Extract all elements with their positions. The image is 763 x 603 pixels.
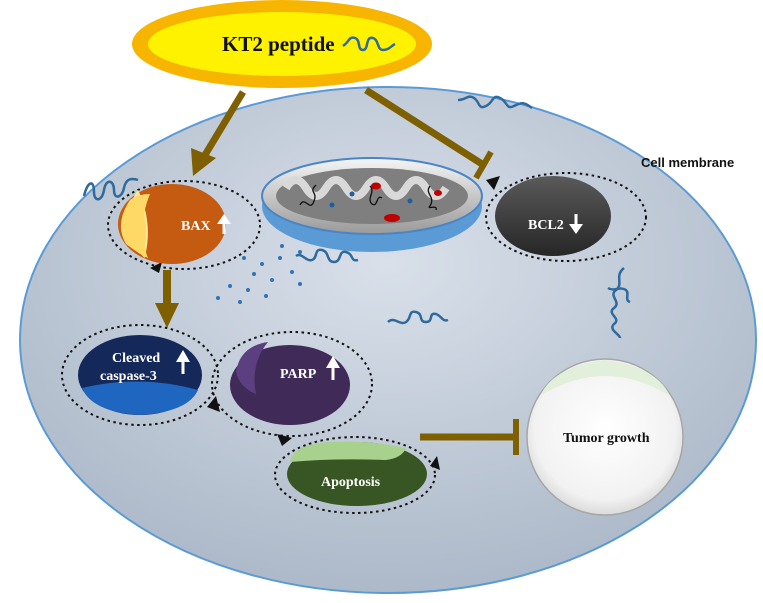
inhibition-arrow-tumor bbox=[420, 419, 519, 455]
apoptosis-node: Apoptosis bbox=[274, 436, 440, 514]
kt2-peptide-label: KT2 peptide bbox=[222, 32, 335, 56]
bax-arrow-up-icon bbox=[217, 214, 231, 234]
bcl2-label: BCL2 bbox=[528, 218, 564, 233]
tumor-growth-label: Tumor growth bbox=[563, 431, 650, 446]
kt2-peptide: KT2 peptide bbox=[132, 0, 432, 88]
peptide-squiggles bbox=[82, 95, 631, 339]
tumor-growth-node: Tumor growth bbox=[526, 358, 684, 516]
bcl2-arrow-down-icon bbox=[569, 214, 583, 234]
parp-label: PARP bbox=[280, 367, 317, 382]
bax-label: BAX bbox=[181, 219, 211, 234]
parp-arrow-up-icon bbox=[326, 356, 340, 380]
caspase-label-line1: Cleaved bbox=[112, 351, 160, 366]
activation-arrow-caspase bbox=[155, 270, 179, 328]
mitochondrion bbox=[261, 157, 483, 252]
activation-arrow-bax bbox=[191, 90, 246, 176]
caspase-node: Cleaved caspase-3 bbox=[61, 324, 220, 426]
bax-node: BAX bbox=[107, 180, 261, 273]
released-particles bbox=[216, 244, 302, 304]
inhibition-arrow-bcl2 bbox=[364, 87, 494, 180]
parp-node: PARP bbox=[211, 331, 373, 446]
bcl2-node: BCL2 bbox=[485, 172, 647, 262]
apoptosis-label: Apoptosis bbox=[321, 475, 381, 490]
cell-membrane-label: Cell membrane bbox=[641, 155, 734, 170]
caspase-arrow-up-icon bbox=[176, 350, 190, 374]
caspase-label-line2: caspase-3 bbox=[100, 369, 157, 384]
